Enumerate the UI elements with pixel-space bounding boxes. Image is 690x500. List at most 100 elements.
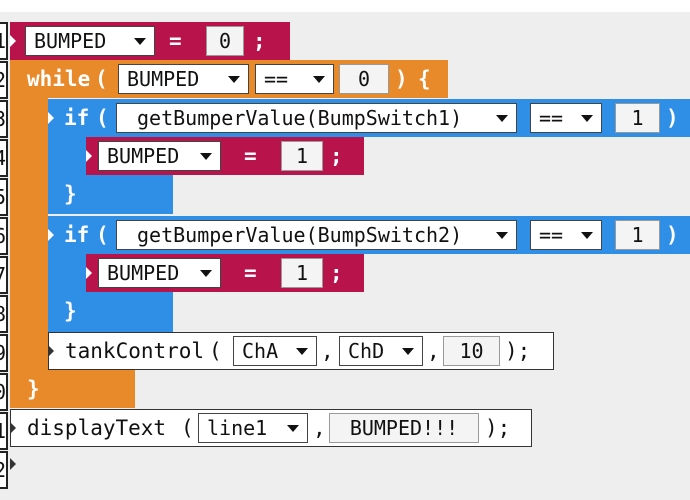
assign-block[interactable]: BUMPED = 1 ; (86, 254, 364, 292)
if-footer: } (48, 175, 173, 214)
operator-label: = (244, 144, 257, 168)
dropdown-value: BUMPED (107, 144, 180, 168)
line-number: 6 (0, 217, 8, 255)
chevron-down-icon (134, 38, 146, 45)
line-dropdown[interactable]: line1 (198, 413, 308, 443)
open-paren: ( (95, 67, 108, 91)
function-name: displayText (27, 416, 167, 440)
dropdown-value: == (539, 106, 564, 130)
channel-b-dropdown[interactable]: ChD (339, 336, 423, 366)
close-paren: ) (395, 67, 408, 91)
open-paren: ( (96, 223, 109, 247)
line-number: 2 (0, 451, 8, 489)
close-brace: } (27, 377, 40, 401)
assign-block[interactable]: BUMPED = 0 ; (10, 22, 290, 60)
close-paren: ); (505, 339, 531, 363)
comma: , (313, 416, 326, 440)
if-body-rail (48, 137, 86, 177)
if-keyword: if (64, 223, 90, 247)
dropdown-value: line1 (207, 416, 268, 440)
block-notch (86, 267, 92, 279)
chevron-down-icon (200, 270, 212, 277)
block-notch (86, 150, 92, 162)
open-brace: { (418, 67, 431, 91)
comparison-dropdown[interactable]: == (530, 220, 602, 250)
comparison-dropdown[interactable]: == (530, 103, 602, 133)
close-brace: } (64, 299, 77, 323)
top-bar (0, 0, 690, 12)
dropdown-value: BUMPED (107, 261, 180, 285)
open-paren: ( (96, 106, 109, 130)
line-number: 4 (0, 139, 8, 177)
line-number: 3 (0, 100, 8, 138)
line-number: 9 (0, 334, 8, 372)
operator-label: = (244, 261, 257, 285)
block-notch (10, 458, 16, 470)
value-field[interactable]: 0 (206, 26, 244, 56)
dropdown-value: ChA (242, 339, 279, 363)
assign-block[interactable]: BUMPED = 1 ; (86, 137, 364, 175)
variable-dropdown[interactable]: BUMPED (25, 26, 155, 56)
dropdown-value: BUMPED (127, 67, 200, 91)
value-field[interactable]: 1 (615, 220, 660, 250)
tank-control-block[interactable]: tankControl ( ChA , ChD , 10 ); (48, 332, 554, 370)
line-number: 1 (0, 412, 8, 450)
chevron-down-icon (228, 76, 240, 83)
line-number-gutter: 1 2 3 4 5 6 7 8 9 0 1 2 (0, 12, 9, 492)
while-header[interactable]: while ( BUMPED == 0 ) { (10, 60, 448, 98)
value-field[interactable]: 1 (281, 258, 323, 288)
close-paren: ); (485, 416, 511, 440)
chevron-down-icon (200, 153, 212, 160)
value-field[interactable]: 1 (615, 103, 660, 133)
semicolon: ; (330, 144, 343, 168)
while-body-rail (10, 98, 48, 408)
while-footer: } (10, 370, 135, 408)
variable-dropdown[interactable]: BUMPED (98, 141, 221, 171)
line-number: 1 (0, 22, 8, 60)
close-brace: } (64, 182, 77, 206)
semicolon: ; (253, 29, 266, 53)
channel-a-dropdown[interactable]: ChA (233, 336, 317, 366)
dropdown-value: BUMPED (34, 29, 107, 53)
dropdown-value: == (539, 223, 564, 247)
if-header[interactable]: if ( getBumperValue(BumpSwitch2) == 1 ) (48, 216, 690, 254)
block-notch (10, 35, 16, 47)
chevron-down-icon (581, 115, 593, 122)
function-dropdown[interactable]: getBumperValue(BumpSwitch1) (116, 103, 517, 133)
open-paren: ( (209, 339, 222, 363)
chevron-down-icon (296, 348, 308, 355)
display-text-block[interactable]: displayText ( line1 , BUMPED!!! ); (10, 409, 532, 447)
comma: , (321, 339, 334, 363)
variable-dropdown[interactable]: BUMPED (98, 258, 221, 288)
chevron-down-icon (496, 115, 508, 122)
function-dropdown[interactable]: getBumperValue(BumpSwitch2) (116, 220, 517, 250)
variable-dropdown[interactable]: BUMPED (118, 64, 249, 94)
close-paren: ) (666, 106, 679, 130)
if-footer: } (48, 292, 173, 332)
function-name: tankControl (65, 339, 205, 363)
comma: , (427, 339, 440, 363)
dropdown-value: ChD (348, 339, 385, 363)
open-paren: ( (181, 416, 194, 440)
block-notch (48, 229, 54, 241)
semicolon: ; (330, 261, 343, 285)
value-field[interactable]: 0 (339, 64, 389, 94)
line-number: 0 (0, 373, 8, 411)
speed-value-field[interactable]: 10 (443, 336, 500, 366)
block-notch (48, 345, 54, 357)
value-field[interactable]: 1 (281, 141, 323, 171)
dropdown-value: getBumperValue(BumpSwitch2) (137, 223, 463, 247)
dropdown-value: == (264, 67, 289, 91)
line-number: 7 (0, 256, 8, 294)
line-number: 5 (0, 178, 8, 216)
dropdown-value: getBumperValue(BumpSwitch1) (137, 106, 463, 130)
comparison-dropdown[interactable]: == (255, 64, 334, 94)
line-number: 2 (0, 61, 8, 99)
if-keyword: if (64, 106, 90, 130)
block-notch (10, 422, 16, 434)
chevron-down-icon (581, 232, 593, 239)
if-header[interactable]: if ( getBumperValue(BumpSwitch1) == 1 ) (48, 99, 690, 137)
text-value-field[interactable]: BUMPED!!! (329, 413, 479, 443)
chevron-down-icon (287, 425, 299, 432)
if-body-rail (48, 254, 86, 294)
